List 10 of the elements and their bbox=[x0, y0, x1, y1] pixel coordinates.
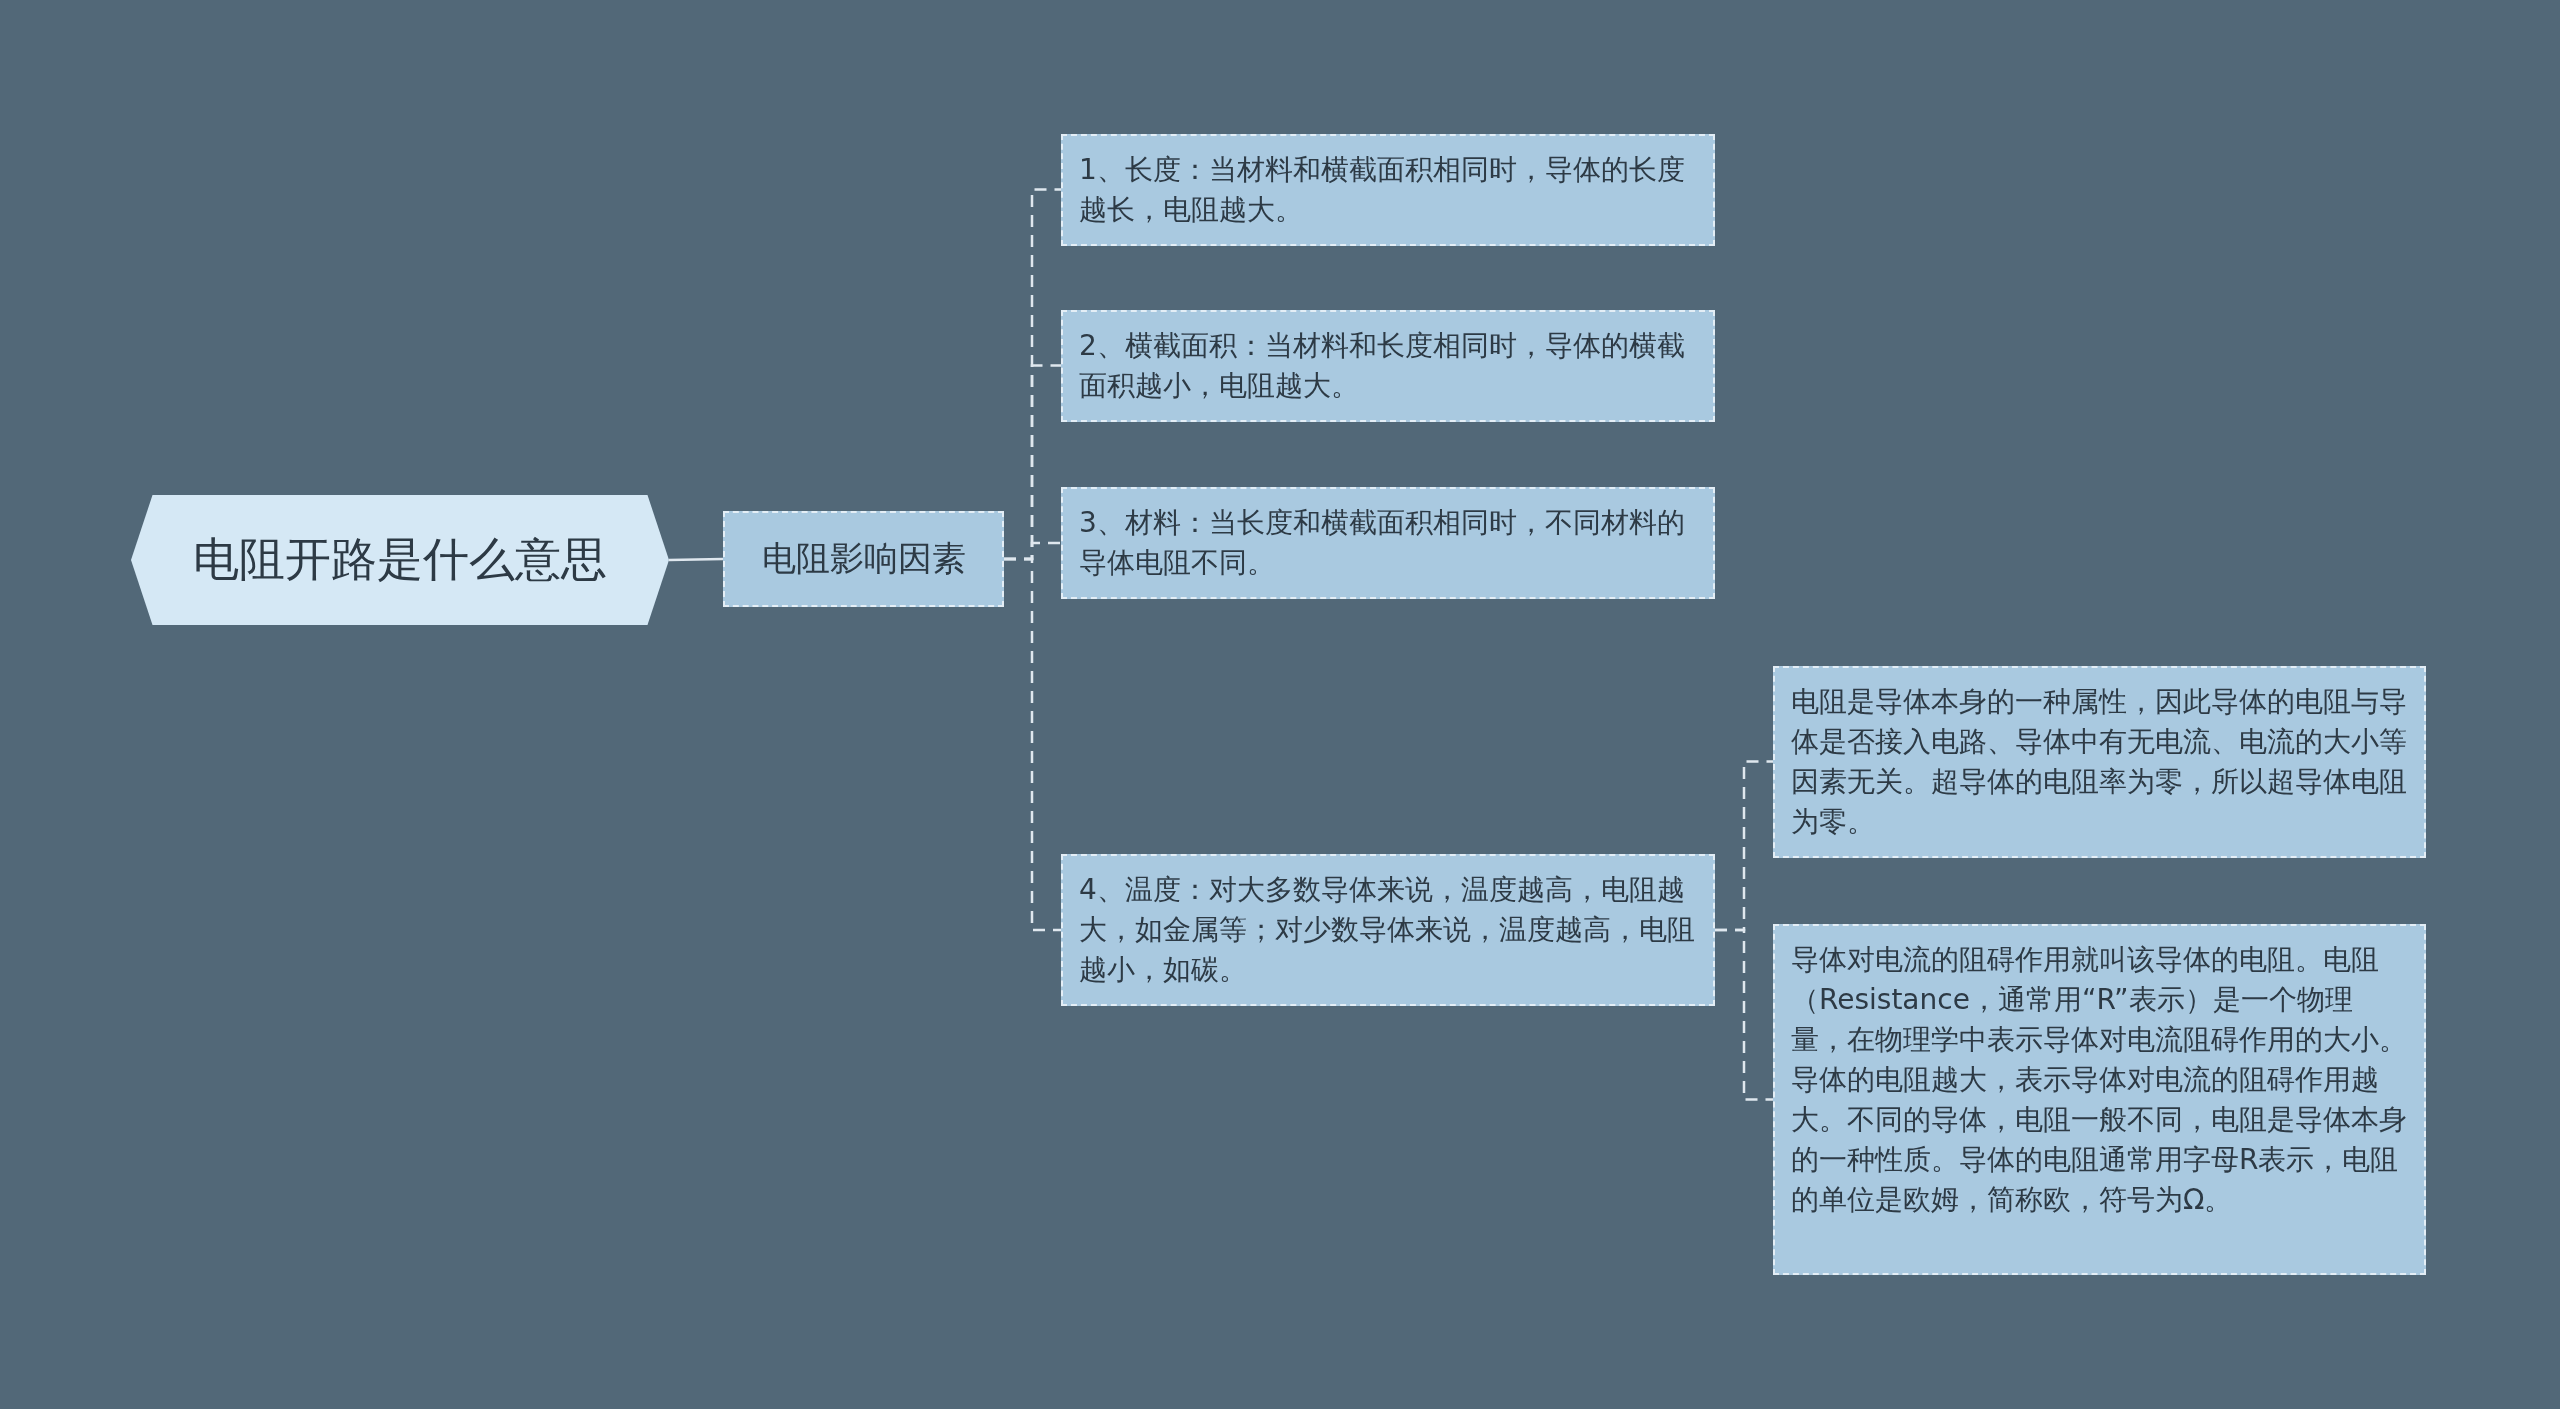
connector-line bbox=[1004, 557, 1061, 932]
text-box: 2、横截面积：当材料和长度相同时，导体的横截面积越小，电阻越大。 bbox=[1061, 310, 1715, 422]
text-box: 1、长度：当材料和横截面积相同时，导体的长度越长，电阻越大。 bbox=[1061, 134, 1715, 246]
text-box: 4、温度：对大多数导体来说，温度越高，电阻越大，如金属等；对少数导体来说，温度越高，电阻越小，如碳。 bbox=[1061, 854, 1715, 1006]
text-box: 导体对电流的阻碍作用就叫该导体的电阻。电阻（Resistance，通常用“R”表示）是一个物理量，在物理学中表示导体对电流阻碍作用的大小。导体的电阻越大，表示导体对电流的阻碍作用越大。不同的导体，电阻一般不同，电阻是导体本身的一种性质。导体的电阻通常用字母R表示，电阻的单位是欧姆，简称欧，符号为Ω。 bbox=[1773, 924, 2426, 1275]
connector-line bbox=[1715, 928, 1773, 1101]
topic-box: 电阻影响因素 bbox=[723, 511, 1004, 607]
text-box: 电阻是导体本身的一种属性，因此导体的电阻与导体是否接入电路、导体中有无电流、电流的大小等因素无关。超导体的电阻率为零，所以超导体电阻为零。 bbox=[1773, 666, 2426, 858]
connector-line bbox=[668, 557, 724, 562]
text-box: 3、材料：当长度和横截面积相同时，不同材料的导体电阻不同。 bbox=[1061, 487, 1715, 599]
